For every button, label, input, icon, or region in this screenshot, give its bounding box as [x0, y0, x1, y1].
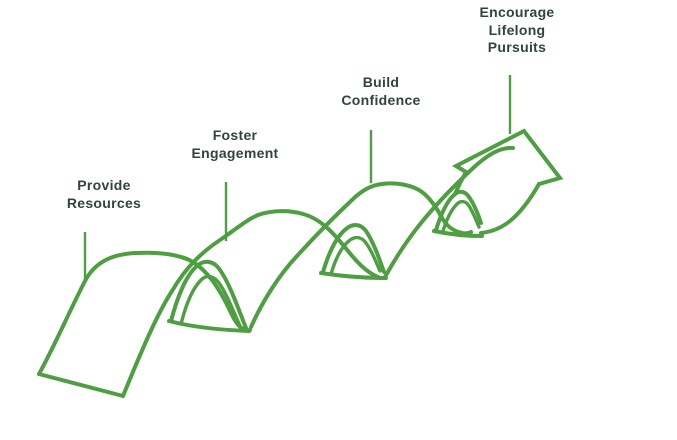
trough-fold-3-outer [434, 189, 483, 232]
trough-floor-1 [167, 319, 251, 333]
trough-fold-1-outer [169, 259, 248, 330]
ribbon-back-edge-crest-2 [121, 209, 380, 398]
trough-fold-2-outer [321, 223, 386, 274]
ribbon-edge-to-arrowhead [383, 145, 515, 279]
ribbon-edge-crest-3 [249, 181, 473, 329]
trough-floor-3 [432, 229, 484, 238]
trough-fold-1-inner [179, 274, 242, 328]
trough-floor-2 [319, 271, 388, 280]
trough-fold-3-inner [441, 199, 481, 233]
ribbon-start-cut-edge [37, 372, 125, 398]
step-label-encourage-lifelong-pursuits: Encourage Lifelong Pursuits [479, 4, 555, 56]
trough-fold-2-inner [329, 235, 382, 276]
arrowhead [451, 128, 564, 196]
ribbon-front-edge-crest-1 [37, 250, 252, 376]
step-label-build-confidence: Build Confidence [341, 74, 421, 108]
step-label-foster-engagement: Foster Engagement [191, 127, 279, 161]
step-label-provide-resources: Provide Resources [66, 177, 142, 211]
arrow-tail-bottom-edge [479, 182, 541, 235]
